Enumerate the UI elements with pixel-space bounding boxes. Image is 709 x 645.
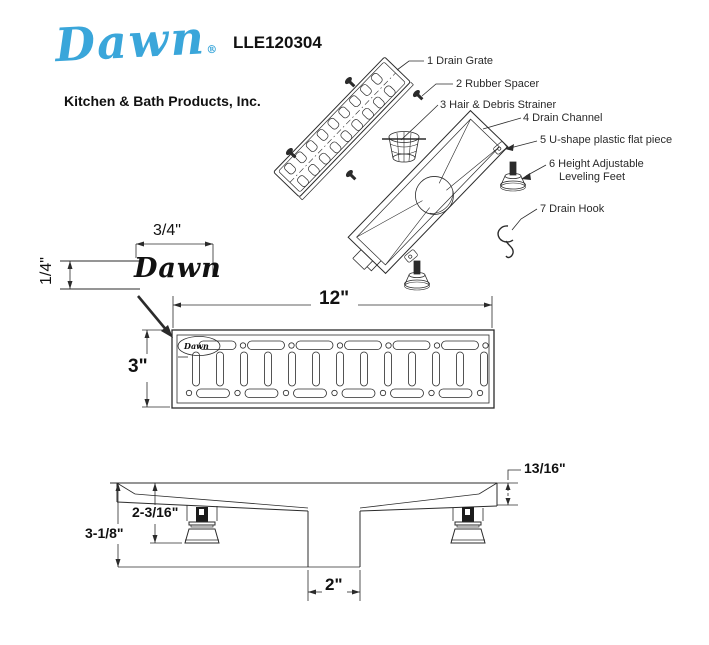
top-view-corner-logo: Dawn [184, 341, 209, 351]
top-view-length-dim: 12" [319, 288, 350, 309]
part-leader-lines [396, 60, 547, 231]
detail-view [60, 241, 214, 338]
registered-mark: ® [205, 42, 218, 57]
part-label-drain-grate: 1 Drain Grate [427, 55, 494, 67]
model-number: LLE120304 [233, 33, 322, 52]
side-body-height-dim: 2-3/16" [132, 504, 179, 520]
u-shape-piece [404, 141, 507, 263]
part-label-drain-hook: 7 Drain Hook [540, 203, 605, 215]
exploded-drain-grate [273, 57, 414, 201]
side-view [110, 469, 521, 601]
dawn-logo: Dawn® [54, 10, 218, 72]
strainer-basket [382, 131, 426, 163]
side-foot-left [184, 505, 220, 544]
dawn-logo-text: Dawn [53, 10, 208, 73]
company-subtitle: Kitchen & Bath Products, Inc. [64, 93, 261, 109]
side-outlet-width-dim: 2" [325, 575, 343, 594]
part-label-hair-strainer: 3 Hair & Debris Strainer [440, 99, 557, 111]
detail-width-dim: 3/4" [153, 222, 181, 239]
top-view-width-dim: 3" [128, 356, 148, 377]
rubber-spacer-screws [285, 76, 424, 181]
part-label-rubber-spacer: 2 Rubber Spacer [456, 78, 540, 90]
top-view [142, 296, 495, 409]
side-edge-height-dim: 13/16" [524, 460, 566, 476]
part-label-leveling-feet-2: Leveling Feet [559, 171, 626, 183]
side-total-height-dim: 3-1/8" [85, 525, 124, 541]
leveling-foot [404, 161, 526, 291]
side-foot-right [450, 507, 486, 544]
exploded-drain-channel [347, 109, 509, 275]
detail-etched-logo: Dawn [134, 253, 222, 284]
detail-height-dim: 1/4" [37, 257, 55, 285]
part-label-leveling-feet-1: 6 Height Adjustable [549, 158, 644, 170]
part-label-u-shape-piece: 5 U-shape plastic flat piece [540, 134, 673, 146]
drain-hook [497, 225, 514, 259]
part-label-drain-channel: 4 Drain Channel [523, 112, 603, 124]
